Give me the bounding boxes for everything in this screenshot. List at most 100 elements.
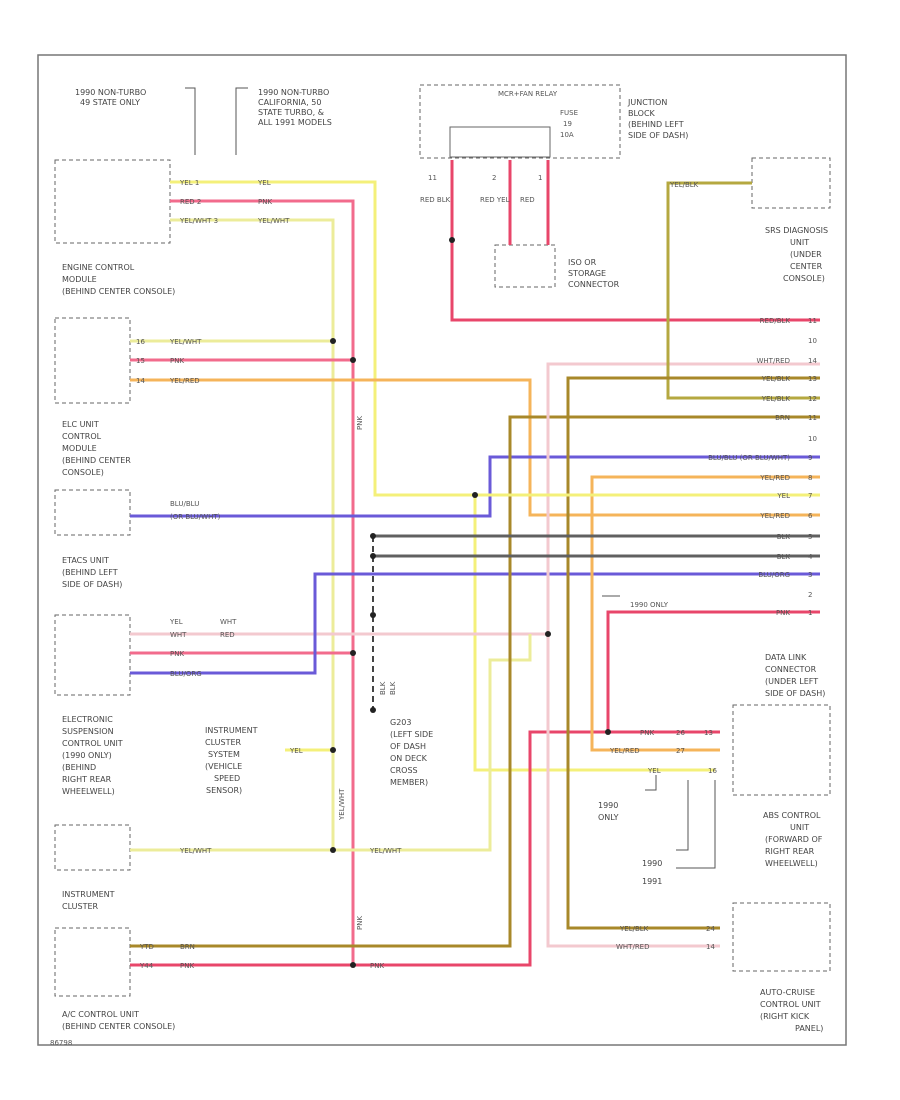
splice-dot — [350, 962, 356, 968]
wire-label-ac-brn: BRN — [180, 943, 195, 951]
cruise-box — [732, 902, 831, 972]
dlc-wire-label: YEL/RED — [759, 474, 790, 482]
label-etacs: ETACS UNIT (BEHIND LEFT SIDE OF DASH) — [62, 556, 122, 589]
dlc-pin-number: 6 — [808, 512, 813, 520]
ecs-box — [54, 614, 131, 696]
wire-srs-yelblk — [666, 181, 820, 400]
wire-label-ecm-yelwht: YEL/WHT — [257, 217, 290, 225]
splice-dot — [370, 612, 376, 618]
dlc-pin-number: 3 — [808, 571, 812, 579]
wire-ecm-yel — [170, 180, 715, 772]
dlc-pin-number: 1 — [808, 609, 812, 617]
pin-ac-y44: Y44 — [139, 962, 154, 970]
dlc-wire-label: YEL/RED — [759, 512, 790, 520]
wire-cruise-whtred — [546, 364, 720, 948]
wire-label-fuse-red: RED — [520, 196, 535, 204]
diagram-frame — [37, 54, 847, 1046]
label-fuse-relay: MCR+FAN RELAY — [498, 90, 558, 98]
pin-elc-16: 16 — [136, 338, 145, 346]
dlc-pin-number: 10 — [808, 337, 817, 345]
wire-label-abs-yelred: YEL/RED — [609, 747, 640, 755]
pointer-arrows — [185, 87, 716, 869]
wire-label-abs-yel: YEL — [647, 767, 661, 775]
dlc-pin-number: 4 — [808, 553, 813, 561]
label-ecm: ENGINE CONTROL MODULE (BEHIND CENTER CON… — [62, 263, 175, 296]
abs-labels: PNK 26 13 YEL/RED 27 YEL 16 YEL/BLK 24 W… — [609, 729, 717, 951]
label-junction: JUNCTION BLOCK (BEHIND LEFT SIDE OF DASH… — [627, 98, 688, 140]
dlc-pin-number: 14 — [808, 357, 817, 365]
wire-label-cruise-yelblk: YEL/BLK — [619, 925, 649, 933]
ecm-box — [54, 159, 171, 244]
dlc-pin-number: 9 — [808, 454, 812, 462]
fuse-box — [449, 126, 551, 158]
label-abs: ABS CONTROL UNIT (FORWARD OF RIGHT REAR … — [763, 811, 825, 868]
splice-dot — [330, 847, 336, 853]
dlc-pin-number: 5 — [808, 533, 812, 541]
pin-cruise-14: 14 — [706, 943, 715, 951]
label-1991: 1991 — [642, 877, 662, 886]
figure-code: 86798 — [50, 1039, 72, 1047]
wire-group — [130, 160, 820, 967]
label-fuse: FUSE 19 10A — [560, 109, 580, 139]
abs-box — [732, 704, 831, 796]
arrow-abs-1990 — [645, 775, 657, 791]
wire-label-ecs-pnk: PNK — [170, 650, 184, 658]
wire-label-vertical-pnk2: PNK — [356, 916, 364, 930]
wire-label-elc-pnk: PNK — [170, 357, 184, 365]
wire-label-elc-yelred: YEL/RED — [169, 377, 200, 385]
label-auto-cruise: AUTO-CRUISE CONTROL UNIT (RIGHT KICK PAN… — [760, 988, 823, 1033]
wire-ecm-yelwht — [170, 218, 335, 850]
wire-ac-pnk — [130, 730, 720, 967]
splice-dot — [605, 729, 611, 735]
arrow-1990-49 — [185, 87, 196, 155]
wire-label-ic-yelwht: YEL/WHT — [179, 847, 212, 855]
wire-etacs-blu — [130, 455, 820, 518]
pin-elc-14: 14 — [136, 377, 145, 385]
dlc-wire-label: BLU/BLU (OR BLU/WHT) — [708, 454, 790, 462]
splice-dot — [472, 492, 478, 498]
wire-label-fuse-redyel: RED YEL — [480, 196, 510, 204]
dlc-pin-number: 12 — [808, 395, 817, 403]
dlc-wire-label: YEL/BLK — [761, 395, 791, 403]
wire-label-ecs-red: RED — [220, 631, 235, 639]
dlc-pin-number: 2 — [808, 591, 812, 599]
wire-elc-yelred — [130, 378, 820, 517]
wire-abs-yelred — [590, 475, 820, 752]
wire-label-ac-pnk: PNK — [180, 962, 194, 970]
wire-label-vertical-pnk: PNK — [356, 416, 364, 430]
dlc-wire-label: BLK — [777, 553, 791, 561]
wire-label-vertical-yelwht: YEL/WHT — [338, 788, 346, 821]
label-g203: G203 (LEFT SIDE OF DASH ON DECK CROSS ME… — [390, 718, 436, 787]
pin-abs-26: 26 — [676, 729, 685, 737]
wire-redblk — [450, 160, 820, 322]
label-non-turbo-ca: 1990 NON-TURBO CALIFORNIA, 50 STATE TURB… — [258, 88, 332, 127]
label-ac-control: A/C CONTROL UNIT (BEHIND CENTER CONSOLE) — [62, 1010, 175, 1031]
wire-label-ecs-bluorg: BLU/ORG — [170, 670, 202, 678]
pin-fuse-1: 1 — [538, 174, 542, 182]
splice-dot — [350, 357, 356, 363]
wire-label-ecm-pnk: PNK — [258, 198, 272, 206]
wire-label-ac-pnk-right: PNK — [370, 962, 384, 970]
instrument-cluster-box — [54, 824, 131, 871]
splice-dot — [449, 237, 455, 243]
text-labels: 1990 NON-TURBO 49 STATE ONLY 1990 NON-TU… — [50, 88, 831, 1047]
label-1990: 1990 — [642, 859, 662, 868]
pin-fuse-11: 11 — [428, 174, 437, 182]
dlc-pin-number: 13 — [808, 375, 817, 383]
splice-dot — [330, 338, 336, 344]
splice-dot — [330, 747, 336, 753]
label-dlc: DATA LINK CONNECTOR (UNDER LEFT SIDE OF … — [765, 653, 825, 698]
label-1990-only-b: 1990 ONLY — [598, 801, 621, 822]
arrow-abs-1991 — [676, 780, 716, 869]
wire-label-ecm-yel: YEL — [257, 179, 271, 187]
elc-box — [54, 317, 131, 404]
wire-pnk1 — [606, 610, 820, 732]
wire-label-srs: YEL/BLK — [669, 181, 699, 189]
dlc-pin-number: 11 — [808, 317, 817, 325]
label-srs: SRS DIAGNOSIS UNIT (UNDER CENTER CONSOLE… — [765, 226, 831, 283]
label-1990-only: 1990 ONLY — [630, 601, 669, 609]
dlc-pin-number: 11 — [808, 414, 817, 422]
wire-label-elc-yelwht: YEL/WHT — [169, 338, 202, 346]
wire-label-ecs-top-yel: YEL — [169, 618, 183, 626]
